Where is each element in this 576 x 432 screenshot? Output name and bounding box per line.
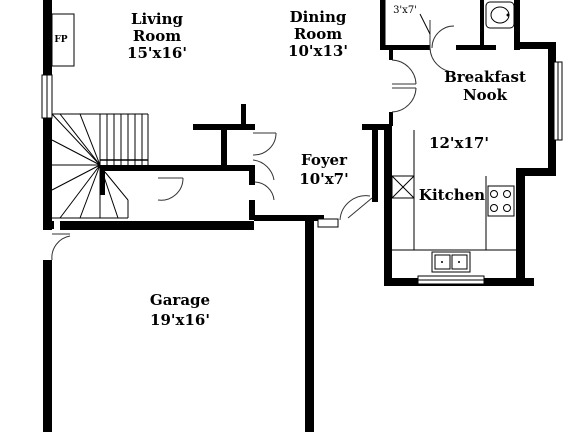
breakfast-nook-name-2: Nook: [463, 86, 508, 104]
kitchen-size: 12'x17': [429, 134, 489, 152]
breakfast-nook-name-1: Breakfast: [444, 68, 526, 86]
room-labels: Living Room 15'x16' Dining Room 10'x13' …: [127, 5, 526, 329]
bath-fixtures: [384, 0, 515, 45]
foyer-name: Foyer: [301, 151, 348, 169]
dining-room-name-1: Dining: [290, 8, 347, 26]
living-room-size: 15'x16': [127, 44, 187, 62]
walls: [43, 0, 556, 432]
staircase: [51, 113, 149, 219]
living-room-name-2: Room: [133, 27, 181, 45]
living-room-name-1: Living: [131, 10, 184, 28]
kitchen-fixtures: [391, 130, 516, 273]
windows: [41, 61, 563, 285]
dining-room-name-2: Room: [294, 25, 342, 43]
garage-name: Garage: [150, 291, 210, 309]
doors: [51, 20, 455, 261]
kitchen-name: Kitchen: [419, 186, 485, 204]
fireplace: FP: [51, 13, 75, 67]
foyer-size: 10'x7': [299, 170, 348, 188]
dining-room-size: 10'x13': [288, 42, 348, 60]
closet-size: 3'x7': [393, 5, 417, 16]
fireplace-label: FP: [54, 35, 67, 45]
garage-size: 19'x16': [150, 311, 210, 329]
